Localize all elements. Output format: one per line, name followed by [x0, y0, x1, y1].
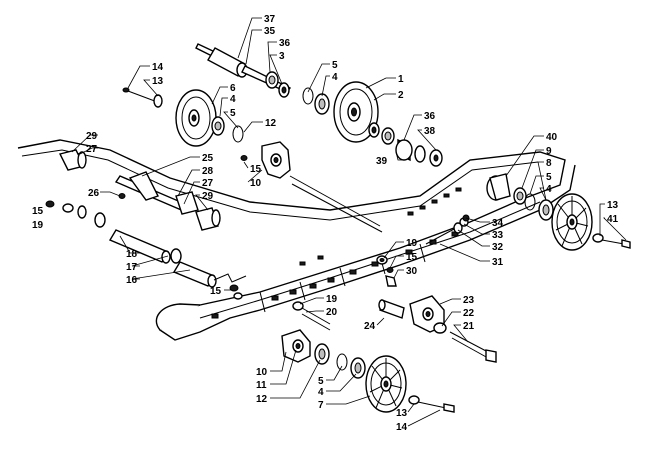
callout-6: 6	[230, 83, 236, 94]
wheel-1	[333, 81, 379, 143]
callout-33: 33	[492, 230, 504, 241]
callout-40: 40	[546, 132, 558, 143]
callout-9: 9	[546, 146, 552, 157]
callout-17: 17	[126, 262, 138, 273]
callout-2: 2	[398, 90, 404, 101]
callout-37: 37	[264, 14, 276, 25]
callout-15: 15	[210, 286, 222, 297]
callout-11: 11	[256, 380, 267, 391]
callout-41: 41	[607, 214, 619, 225]
callout-28: 28	[202, 166, 214, 177]
callout-23: 23	[463, 295, 475, 306]
callout-36: 36	[424, 111, 436, 122]
callout-27: 27	[202, 178, 214, 189]
callout-19: 19	[32, 220, 44, 231]
callout-4: 4	[318, 387, 324, 398]
callout-5: 5	[546, 172, 552, 183]
callout-18: 18	[126, 249, 138, 260]
bracket-lower-left	[229, 284, 331, 363]
callout-16: 16	[126, 275, 138, 286]
callout-13: 13	[396, 408, 408, 419]
lower-shafts	[45, 200, 247, 288]
callout-14: 14	[152, 62, 164, 73]
callout-12: 12	[265, 118, 277, 129]
callout-12: 12	[256, 394, 268, 405]
callout-4: 4	[230, 94, 236, 105]
callout-34: 34	[492, 218, 504, 229]
callout-26: 26	[88, 188, 100, 199]
callout-14: 14	[396, 422, 408, 433]
callout-10: 10	[256, 367, 268, 378]
callout-25: 25	[202, 153, 214, 164]
callout-13: 13	[607, 200, 619, 211]
rear-adjuster-bolt	[425, 214, 470, 245]
callout-5: 5	[230, 108, 236, 119]
callout-4: 4	[332, 72, 338, 83]
callout-4: 4	[546, 184, 552, 195]
callout-20: 20	[326, 307, 338, 318]
callout-13: 13	[152, 76, 164, 87]
callout-30: 30	[406, 266, 418, 277]
leader-lines	[71, 17, 627, 427]
rocker-arm-assembly	[58, 149, 221, 231]
callout-10: 10	[250, 178, 262, 189]
bracket-upper	[240, 141, 291, 179]
callout-5: 5	[332, 60, 338, 71]
callout-15: 15	[32, 206, 44, 217]
lower-wheel-assembly	[314, 343, 455, 413]
callout-38: 38	[424, 126, 436, 137]
wheel-1-bearings	[368, 122, 443, 167]
callout-15: 15	[406, 252, 418, 263]
callout-3: 3	[279, 51, 285, 62]
callout-32: 32	[492, 242, 504, 253]
long-bolt-upper	[289, 175, 397, 287]
callout-27: 27	[86, 144, 98, 155]
callout-8: 8	[546, 158, 552, 169]
callout-29: 29	[202, 191, 214, 202]
callout-1: 1	[398, 74, 404, 85]
callout-21: 21	[463, 321, 475, 332]
callout-labels: 37 35 36 3 5 4 1 2 14 13 6 4 5 12 36 38 …	[32, 14, 619, 433]
wheel-6	[122, 87, 244, 147]
callout-39: 39	[376, 156, 388, 167]
callout-7: 7	[318, 400, 324, 411]
callout-22: 22	[463, 308, 475, 319]
callout-24: 24	[364, 321, 376, 332]
callout-19: 19	[326, 294, 338, 305]
callout-31: 31	[492, 257, 504, 268]
callout-29: 29	[86, 131, 98, 142]
bracket-lower-right	[378, 295, 497, 363]
rear-wheel-assembly	[486, 173, 631, 251]
rail-holes	[211, 187, 462, 319]
callout-15: 15	[250, 164, 262, 175]
callout-36: 36	[279, 38, 291, 49]
callout-35: 35	[264, 26, 276, 37]
callout-5: 5	[318, 376, 324, 387]
callout-19: 19	[406, 238, 418, 249]
upper-spacers	[265, 71, 330, 115]
